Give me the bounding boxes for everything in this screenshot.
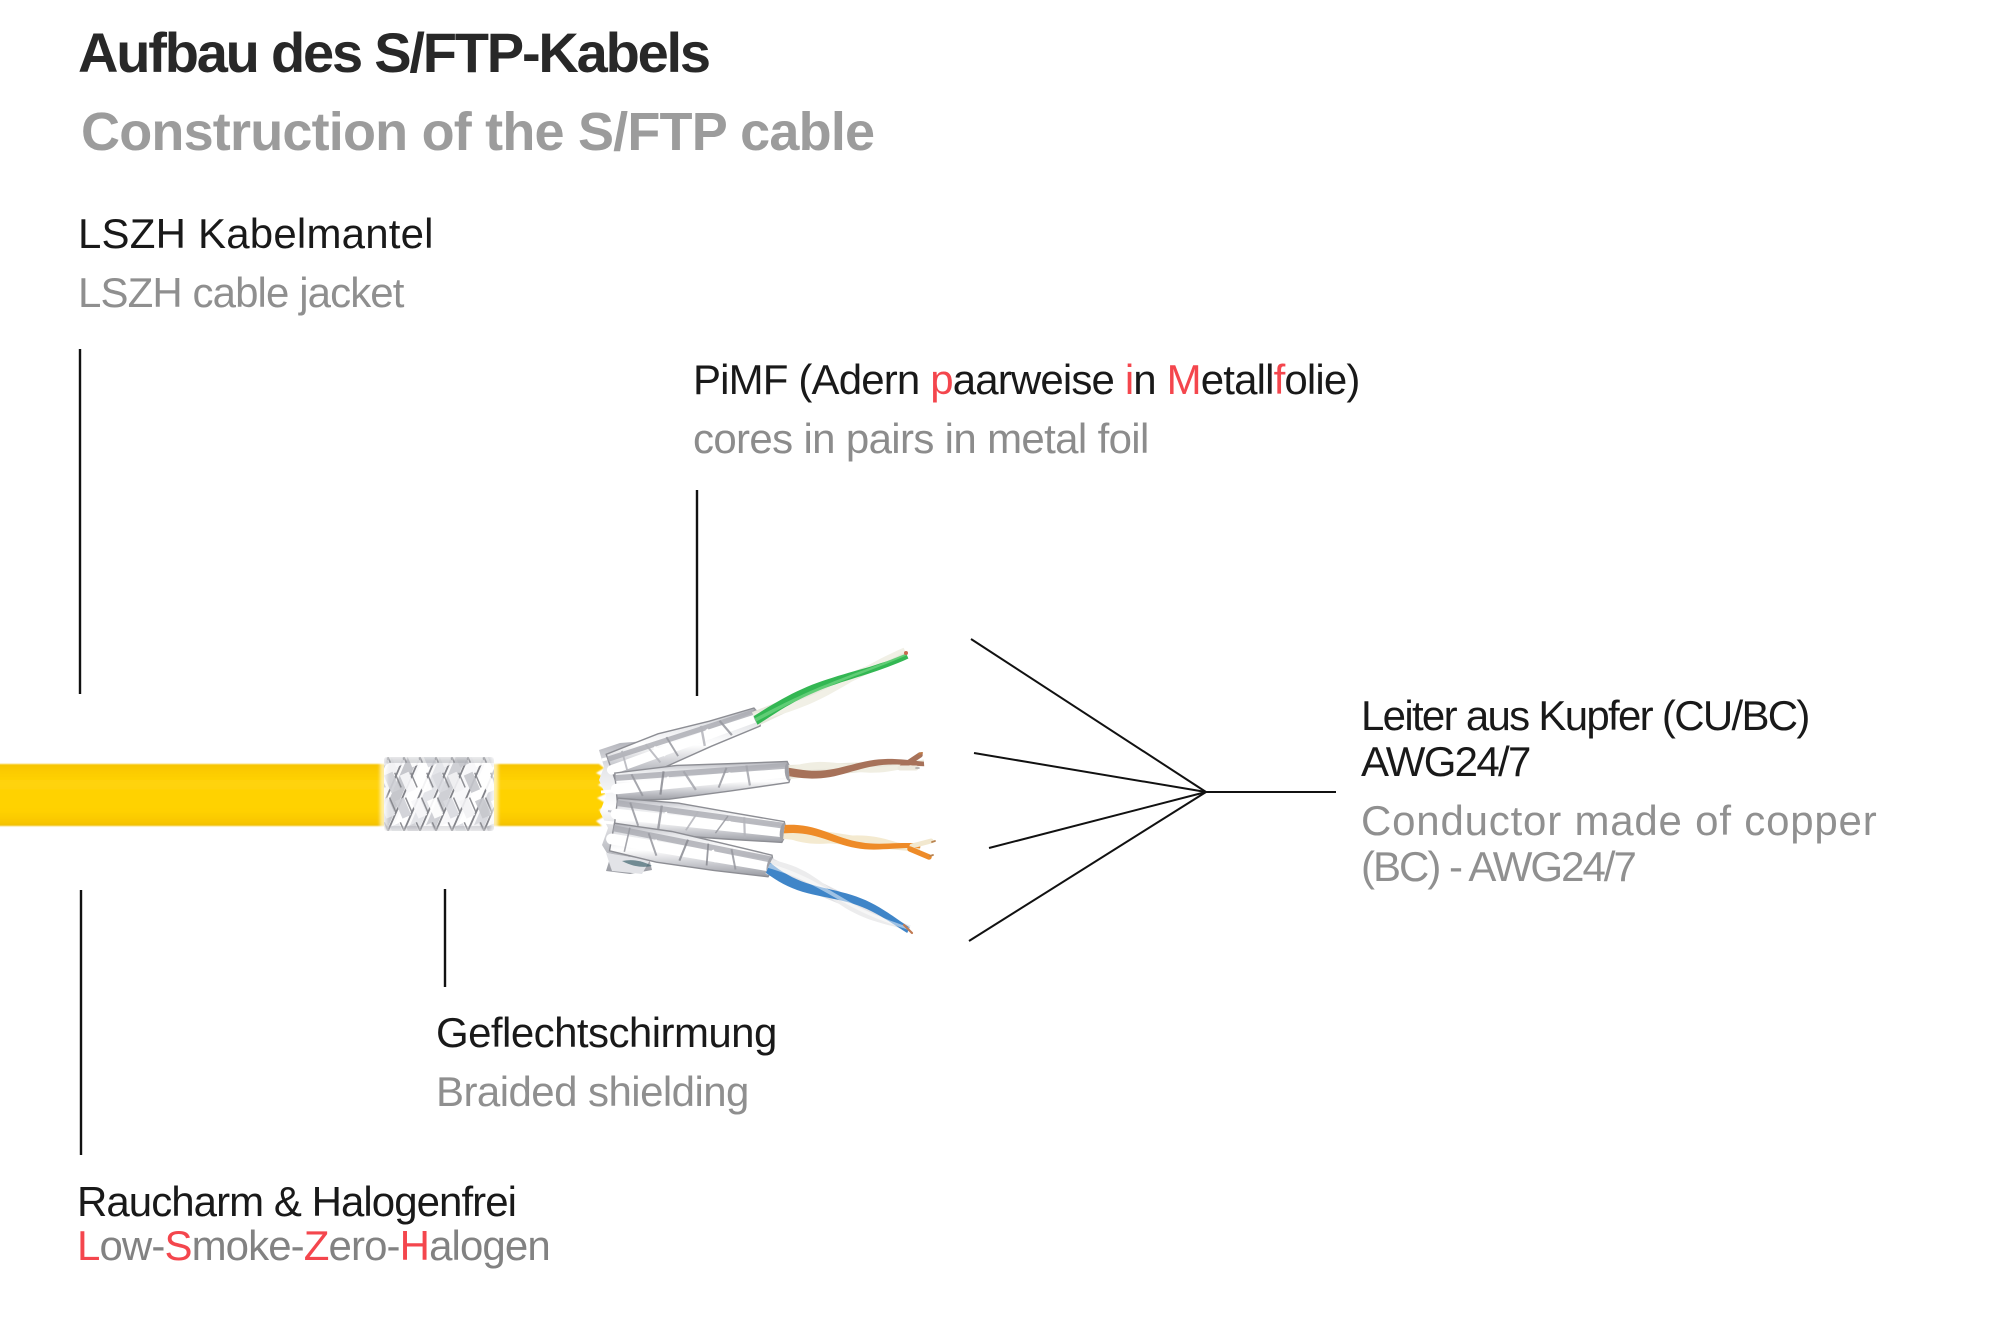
svg-text:cores in pairs in metal foil: cores in pairs in metal foil [693, 415, 1149, 462]
svg-text:Aufbau des S/FTP-Kabels: Aufbau des S/FTP-Kabels [78, 21, 709, 84]
svg-text:Conductor made of copper: Conductor made of copper [1361, 797, 1878, 844]
svg-text:Braided shielding: Braided shielding [436, 1068, 749, 1115]
svg-text:AWG24/7: AWG24/7 [1361, 738, 1530, 785]
svg-text:PiMF (Adern paarweise in Metal: PiMF (Adern paarweise in Metallfolie) [693, 356, 1360, 403]
svg-text:(BC) - AWG24/7: (BC) - AWG24/7 [1361, 843, 1635, 890]
svg-text:Low-Smoke-Zero-Halogen: Low-Smoke-Zero-Halogen [77, 1222, 550, 1269]
svg-text:Raucharm & Halogenfrei: Raucharm & Halogenfrei [77, 1178, 516, 1225]
svg-text:Geflechtschirmung: Geflechtschirmung [436, 1009, 777, 1056]
svg-text:Leiter aus Kupfer (CU/BC): Leiter aus Kupfer (CU/BC) [1361, 692, 1809, 739]
svg-text:LSZH cable jacket: LSZH cable jacket [78, 269, 405, 316]
svg-text:LSZH Kabelmantel: LSZH Kabelmantel [78, 210, 434, 257]
svg-text:Construction of the S/FTP cabl: Construction of the S/FTP cable [81, 102, 874, 162]
